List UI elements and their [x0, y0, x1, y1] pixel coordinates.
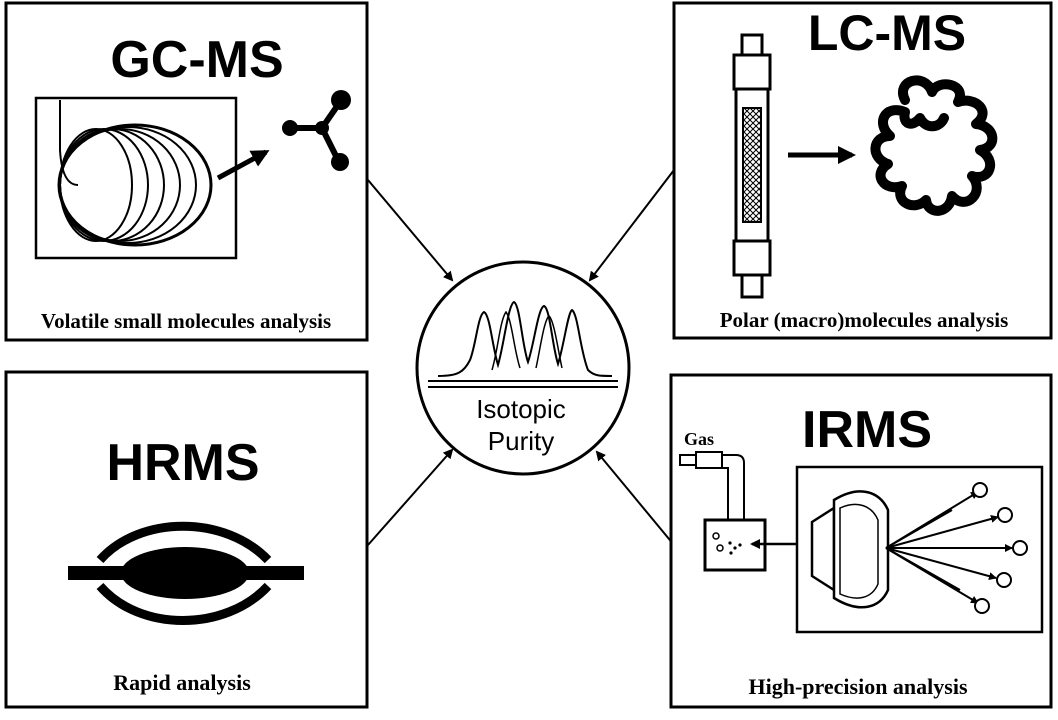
panel-hrms-frame: [4, 370, 369, 709]
orbitrap-analyzer-icon: [68, 521, 304, 625]
panel-hrms: HRMS Rapid analysis: [4, 370, 369, 709]
magnetic-sector-icon: [810, 490, 890, 609]
irms-caption: High-precision analysis: [748, 674, 967, 699]
gas-inlet-icon: [679, 451, 745, 523]
arrow-irms-to-center: [595, 450, 675, 546]
chromatogram-peaks-overlay-icon: [491, 310, 563, 371]
panel-gcms-frame: [4, 1, 369, 342]
gcms-caption: Volatile small molecules analysis: [41, 309, 331, 333]
chromatogram-peaks-icon: [437, 300, 613, 377]
gc-column-oven-icon: [34, 96, 238, 260]
collector-array-icon: [885, 482, 1028, 614]
panel-gcms: GC-MS Volatile small molecules analysis: [4, 1, 369, 342]
lcms-caption: Polar (macro)molecules analysis: [720, 308, 1009, 332]
arrow-gcms-to-center: [367, 179, 454, 282]
center-circle: [415, 260, 631, 476]
connector-arrows: [367, 169, 675, 546]
hrms-title: HRMS: [106, 434, 259, 492]
macromolecule-icon: [870, 75, 998, 216]
gcms-title: GC-MS: [110, 31, 283, 89]
arrow-hrms-to-center: [367, 448, 454, 546]
small-molecule-icon: [282, 90, 351, 171]
gcms-flow-arrow-icon: [216, 149, 270, 181]
irms-gas-label: Gas: [684, 429, 714, 449]
center-label-line1: Isotopic: [476, 394, 566, 424]
center-label-line2: Purity: [488, 426, 554, 456]
irms-title: IRMS: [802, 401, 932, 459]
lc-column-icon: [732, 33, 772, 299]
lcms-title: LC-MS: [808, 5, 966, 61]
center-isotopic-purity: Isotopic Purity: [415, 260, 631, 476]
panel-irms: IRMS Gas: [669, 373, 1053, 709]
arrow-lcms-to-center: [588, 169, 675, 282]
panel-lcms: LC-MS Polar (macro)molecules analysis: [672, 1, 1053, 340]
hrms-caption: Rapid analysis: [113, 670, 251, 695]
